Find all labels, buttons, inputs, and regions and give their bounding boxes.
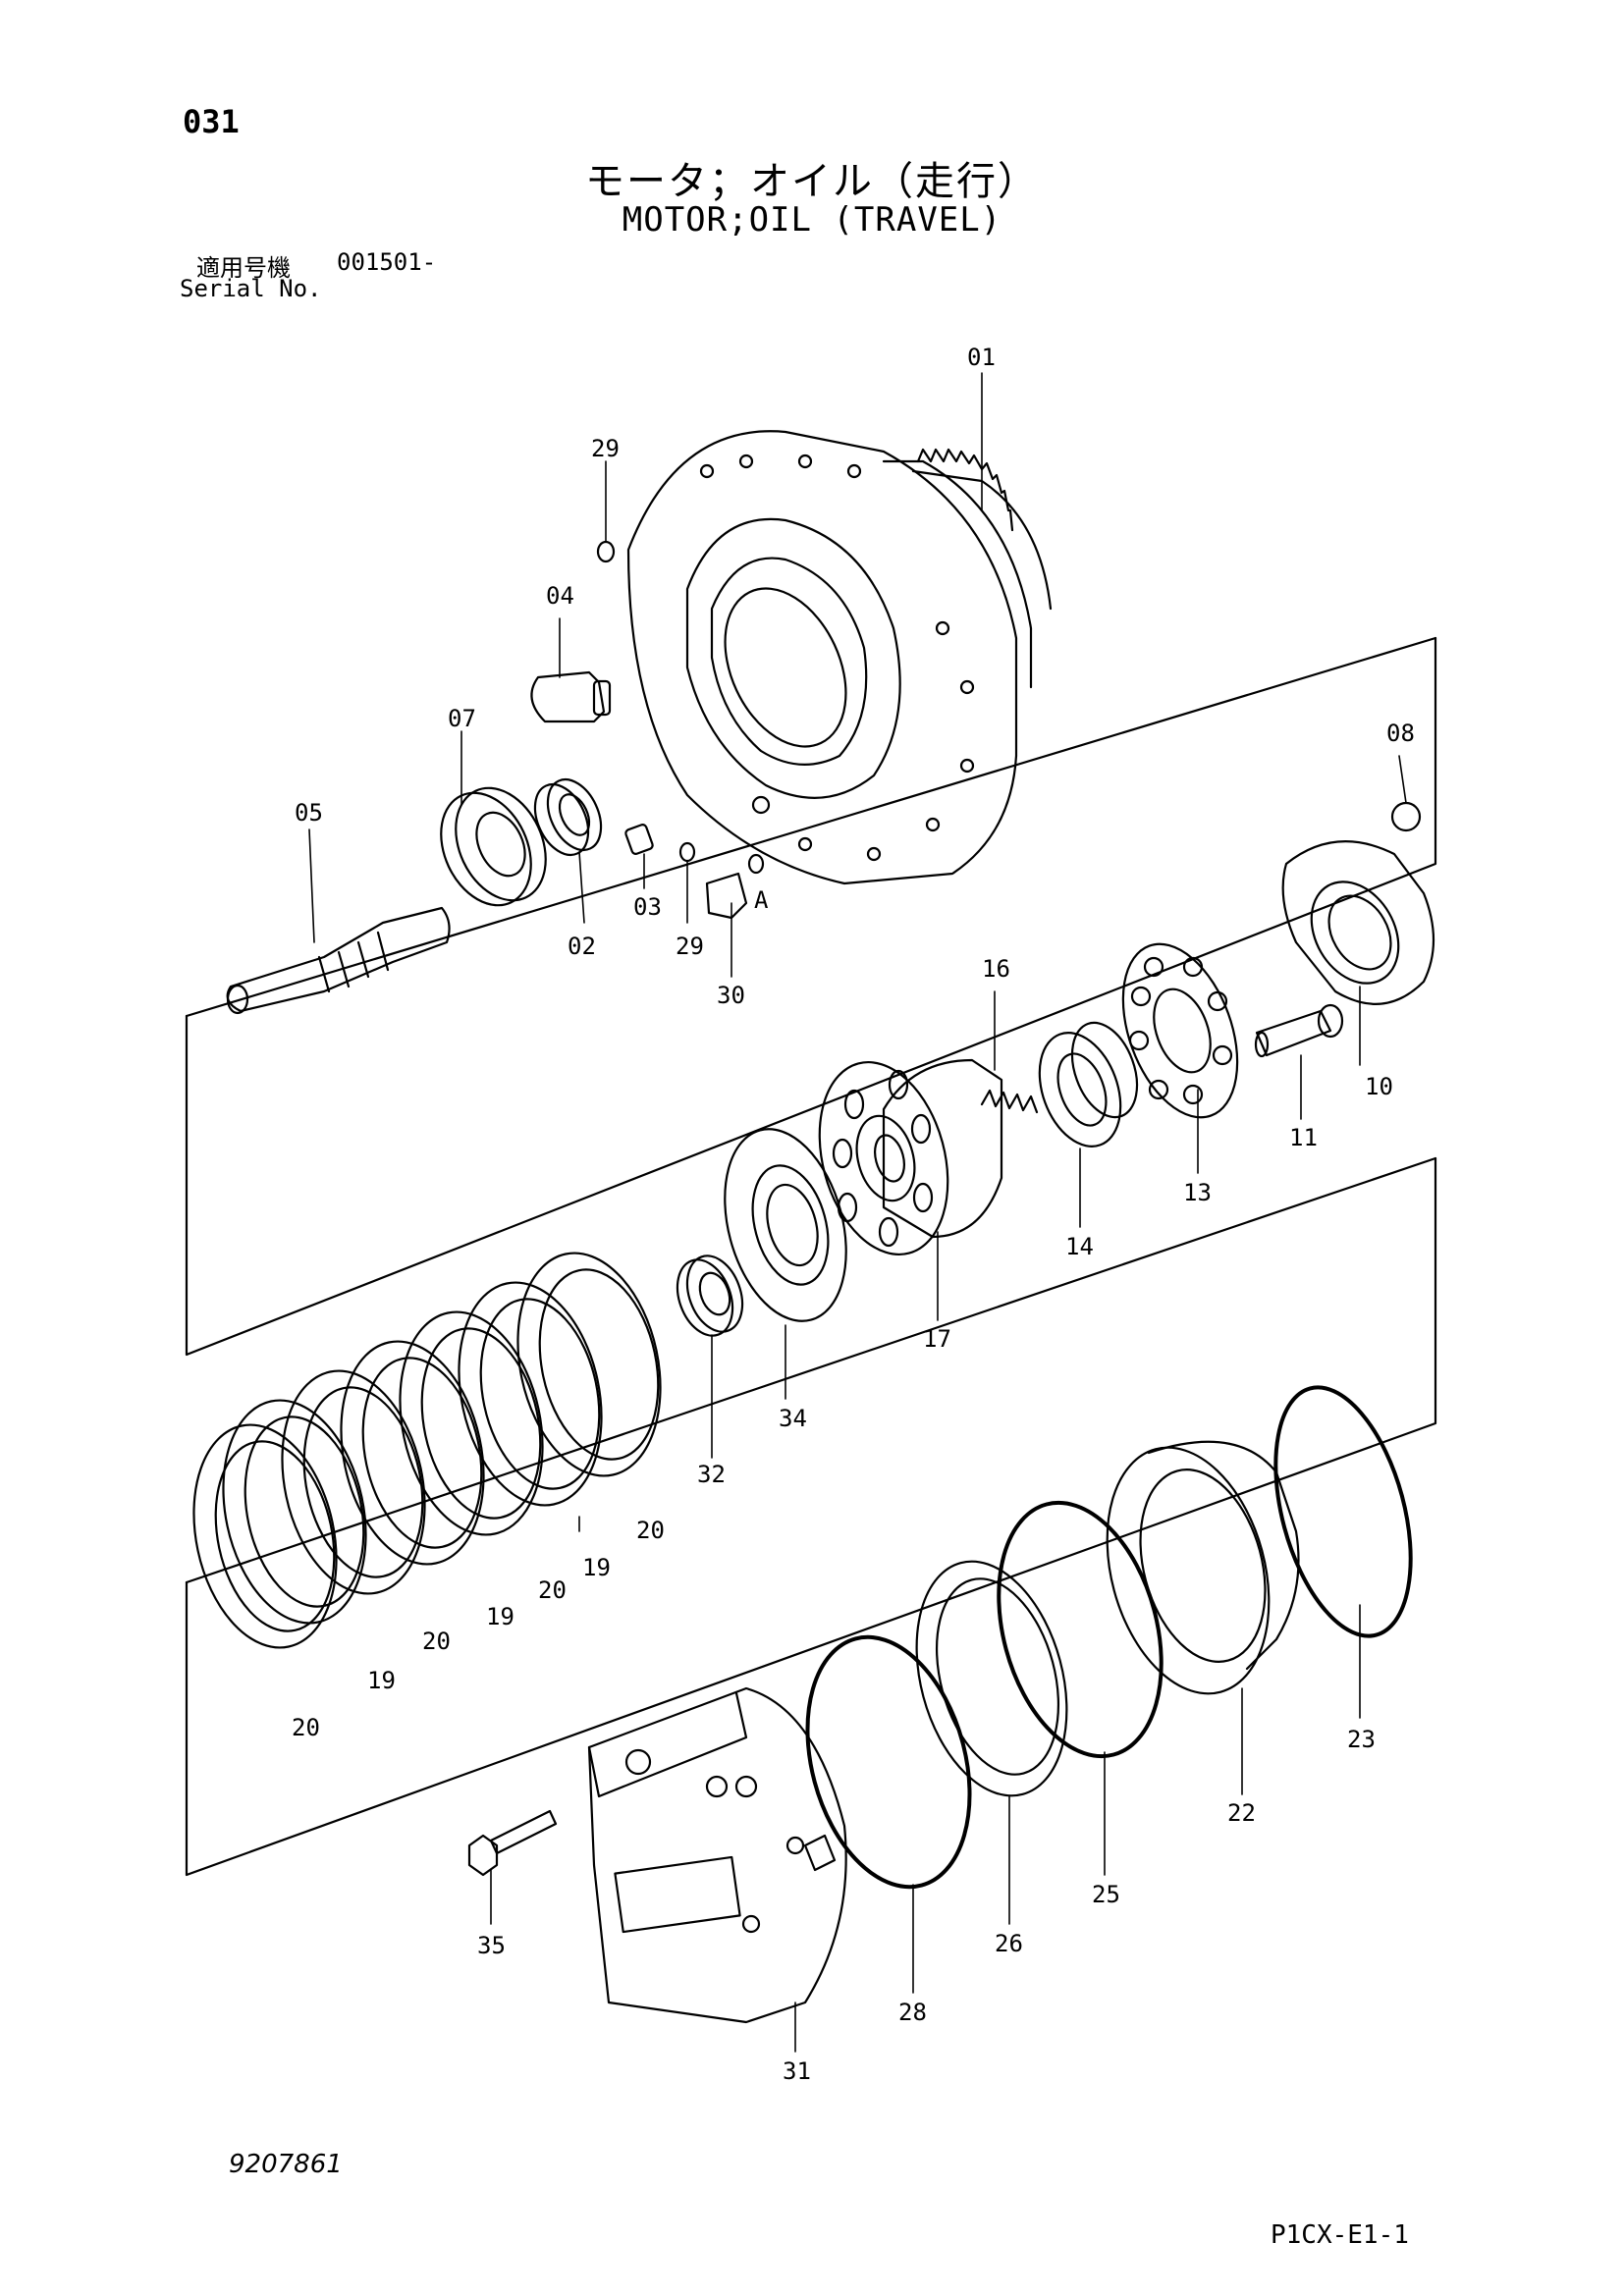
page-number: 031: [183, 103, 240, 140]
group-outline-upper: [185, 636, 1437, 1357]
callout-29-lower: 29: [676, 933, 704, 960]
part-35-bolt: [467, 1809, 558, 1877]
callout-23: 23: [1347, 1726, 1376, 1753]
part-29-oring-lower-b: [747, 853, 765, 875]
part-34-valve-plate: [724, 1128, 847, 1322]
document-number: 9207861: [229, 2150, 343, 2179]
callout-34: 34: [779, 1405, 807, 1432]
title-english: MOTOR;OIL (TRAVEL): [622, 200, 1002, 240]
part-25-oring: [997, 1500, 1164, 1759]
callout-17: 17: [923, 1325, 951, 1353]
part-22-piston: [1106, 1440, 1300, 1695]
serial-label-english: Serial No.: [180, 275, 322, 302]
serial-value: 001501-: [337, 248, 437, 276]
callout-35: 35: [477, 1932, 506, 1959]
group-outline-lower: [185, 1156, 1437, 1877]
callout-20-c: 20: [422, 1628, 451, 1655]
callout-04: 04: [546, 582, 574, 610]
part-11-pin: [1254, 1003, 1344, 1058]
callout-07: 07: [448, 705, 476, 732]
callout-25: 25: [1092, 1881, 1120, 1908]
part-05-shaft: [226, 906, 451, 1015]
part-20-plate-d: [192, 1423, 338, 1649]
part-07-bearing: [440, 786, 547, 907]
part-17-cylinder-block: [818, 1058, 1003, 1256]
part-29-oring-lower: [678, 841, 696, 863]
callout-08: 08: [1386, 720, 1415, 747]
callout-32: 32: [697, 1461, 726, 1488]
part-04-pin: [530, 670, 612, 723]
callout-26: 26: [995, 1930, 1023, 1957]
part-16-spring: [980, 1089, 1039, 1114]
title-japanese: モータ；オイル（走行）: [585, 159, 1039, 204]
callout-10: 10: [1365, 1073, 1393, 1100]
callout-19-a: 19: [582, 1554, 611, 1581]
callout-22: 22: [1227, 1799, 1256, 1827]
callout-11: 11: [1289, 1124, 1318, 1151]
part-31-valve-cover: [587, 1686, 847, 2024]
part-13-plate: [1121, 942, 1239, 1119]
callout-13: 13: [1183, 1179, 1212, 1206]
callout-20-d: 20: [292, 1714, 320, 1741]
part-14-guide: [1038, 1021, 1139, 1148]
part-32-bearing: [676, 1255, 744, 1337]
part-19-plate-a: [458, 1281, 603, 1507]
part-30-valve: [705, 872, 748, 920]
callout-02: 02: [568, 933, 596, 960]
callout-03: 03: [633, 893, 662, 921]
part-10-plate: [1281, 840, 1435, 1005]
callout-19-c: 19: [367, 1667, 396, 1694]
page-code: P1CX-E1-1: [1271, 2220, 1409, 2250]
part-20-plate-b: [399, 1310, 544, 1536]
part-28-oring: [805, 1634, 972, 1890]
callout-20-a: 20: [636, 1517, 665, 1544]
callout-01: 01: [967, 344, 996, 371]
callout-16: 16: [982, 955, 1010, 983]
callout-31: 31: [783, 2057, 811, 2085]
part-23-oring: [1273, 1385, 1413, 1638]
callout-29-upper: 29: [591, 435, 620, 462]
callout-labels: 01 29 04 07 08 05 03 29 02 A 30 16 10 11…: [292, 344, 1415, 2085]
part-19-plate-b: [340, 1340, 485, 1566]
part-20-plate-c: [281, 1369, 426, 1595]
callout-05: 05: [295, 799, 323, 827]
part-03-plug: [624, 824, 654, 855]
callout-30: 30: [717, 982, 745, 1009]
serial-label-japanese: 適用号機: [196, 254, 291, 282]
callout-14: 14: [1065, 1233, 1094, 1260]
callout-20-b: 20: [538, 1576, 567, 1604]
callout-19-b: 19: [486, 1603, 514, 1630]
part-19-plate-c: [222, 1399, 367, 1625]
callout-A: A: [754, 886, 769, 914]
leader-lines: [308, 372, 1407, 2053]
part-08-ball: [1390, 801, 1422, 832]
part-02-race: [533, 777, 603, 857]
part-29-oring-upper: [596, 540, 616, 563]
part-20-plate-a: [516, 1252, 662, 1477]
callout-28: 28: [898, 1999, 927, 2026]
part-01-housing: [626, 430, 1053, 885]
